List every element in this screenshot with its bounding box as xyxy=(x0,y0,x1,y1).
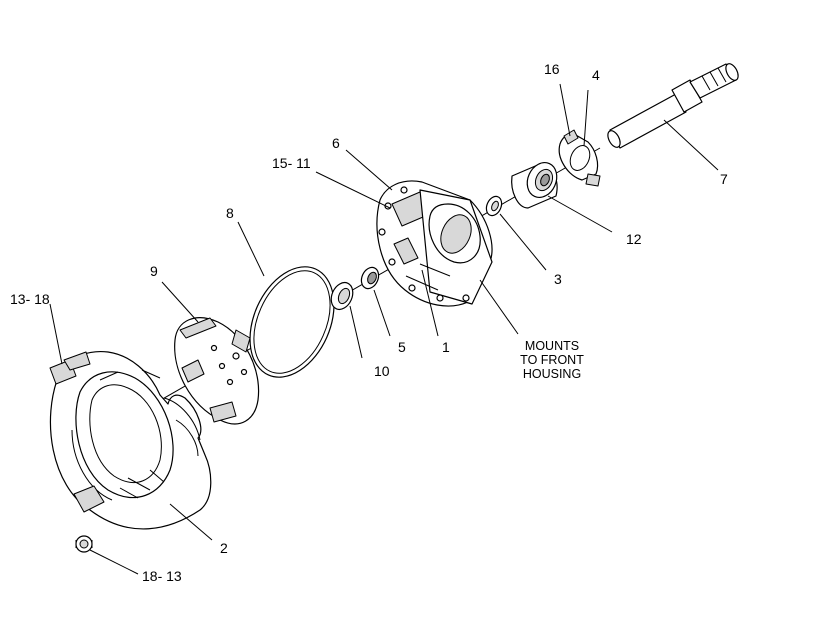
label-16: 16 xyxy=(544,61,560,77)
label-6: 6 xyxy=(332,135,340,151)
note-line-3: HOUSING xyxy=(523,367,581,381)
bearing-housing-part-6 xyxy=(376,180,493,307)
label-2: 2 xyxy=(220,540,228,556)
shaft-part-7 xyxy=(607,63,739,149)
label-9: 9 xyxy=(150,263,158,279)
label-1: 1 xyxy=(442,339,450,355)
label-10: 10 xyxy=(374,363,390,379)
leader-lines xyxy=(49,83,719,541)
note-line-1: MOUNTS xyxy=(525,339,579,353)
label-8: 8 xyxy=(226,205,234,221)
label-3: 3 xyxy=(554,271,562,287)
label-4: 4 xyxy=(592,67,600,83)
callout-labels: 13- 18 9 8 15- 11 6 16 4 7 12 3 1 5 10 2… xyxy=(10,61,728,584)
housing-part-13-18 xyxy=(49,350,212,530)
seal-part-5 xyxy=(360,266,380,290)
oring-part-8 xyxy=(249,266,335,378)
label-12: 12 xyxy=(626,231,642,247)
label-5: 5 xyxy=(398,339,406,355)
retaining-plate-part-16 xyxy=(558,129,601,187)
label-13-18: 13- 18 xyxy=(10,291,50,307)
washer-part-3 xyxy=(485,195,503,217)
label-7: 7 xyxy=(720,171,728,187)
mounting-note: MOUNTS TO FRONT HOUSING xyxy=(520,339,584,381)
note-line-2: TO FRONT xyxy=(520,353,584,367)
impeller-part-9 xyxy=(174,317,260,425)
bearing-part-12 xyxy=(511,161,558,209)
label-18-13: 18- 13 xyxy=(142,568,182,584)
nut-part-18-13 xyxy=(75,535,139,575)
washer-part-10 xyxy=(330,281,354,311)
label-15-11: 15- 11 xyxy=(272,155,311,171)
